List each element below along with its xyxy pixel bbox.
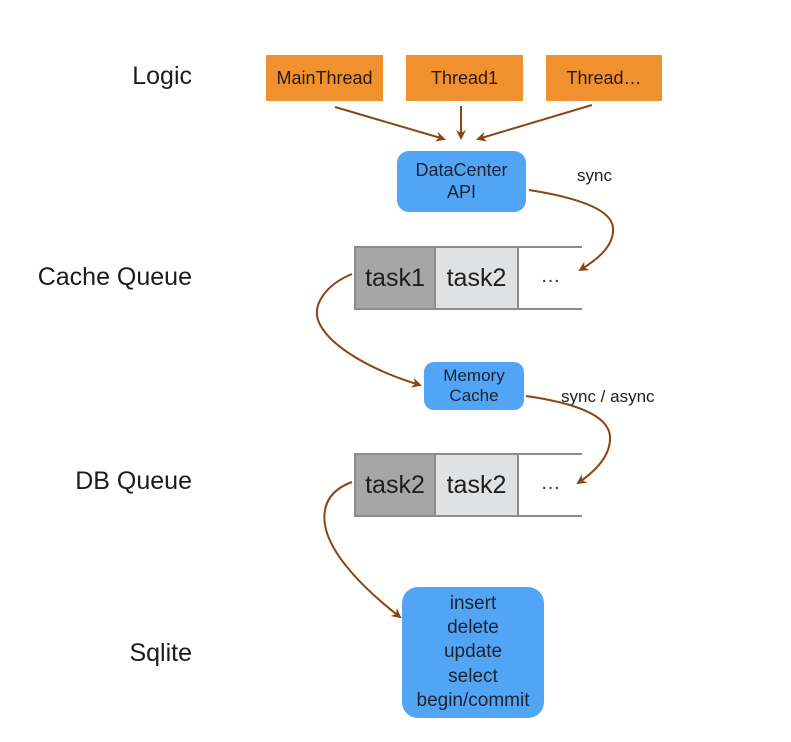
sqlite-op: update: [443, 641, 503, 663]
queue-cell-head: task2: [354, 455, 436, 515]
thread-label: Thread1: [430, 67, 499, 88]
queue-cell: task2: [436, 455, 519, 515]
arrow-datacenter-to-cache-queue: [528, 189, 615, 272]
queue-cell-ellipsis: …: [519, 248, 582, 308]
datacenter-label-line1: DataCenter: [415, 159, 508, 180]
datacenter-label-line2: API: [446, 181, 476, 202]
memory-cache-label-line2: Cache: [449, 386, 499, 405]
sqlite-op: delete: [447, 617, 499, 639]
arrow-db-queue-to-sqlite: [323, 481, 402, 619]
edge-label-sync-async: sync / async: [561, 387, 655, 406]
sqlite-op: select: [448, 665, 498, 687]
thread-box-thread1: Thread1: [406, 55, 523, 101]
sqlite-operations-box: insert delete update select begin/commit: [402, 587, 544, 718]
thread-label: MainThread: [276, 67, 373, 88]
edge-label-sync: sync: [577, 166, 612, 185]
layer-label-cache-queue: Cache Queue: [37, 263, 192, 291]
db-queue: task2 task2 …: [354, 453, 582, 517]
queue-cell-ellipsis: …: [519, 455, 582, 515]
arrow-mainthread-to-datacenter: [334, 106, 446, 142]
sqlite-op: begin/commit: [416, 689, 530, 711]
arrow-memory-to-db-queue: [525, 395, 612, 485]
thread-box-mainthread: MainThread: [266, 55, 383, 101]
queue-cell-head: task1: [354, 248, 436, 308]
cache-queue: task1 task2 …: [354, 246, 582, 310]
layer-label-db-queue: DB Queue: [75, 467, 192, 495]
arrow-cache-queue-to-memory: [315, 273, 422, 388]
datacenter-api-box: DataCenter API: [397, 151, 526, 212]
thread-label: Thread…: [566, 67, 642, 88]
arrow-threadmore-to-datacenter: [476, 104, 593, 142]
layer-label-logic: Logic: [132, 62, 192, 90]
sqlite-op: insert: [449, 593, 497, 615]
memory-cache-box: Memory Cache: [424, 362, 524, 410]
memory-cache-label-line1: Memory: [443, 365, 505, 385]
thread-box-more: Thread…: [546, 55, 662, 101]
queue-cell: task2: [436, 248, 519, 308]
layer-label-sqlite: Sqlite: [129, 639, 192, 667]
